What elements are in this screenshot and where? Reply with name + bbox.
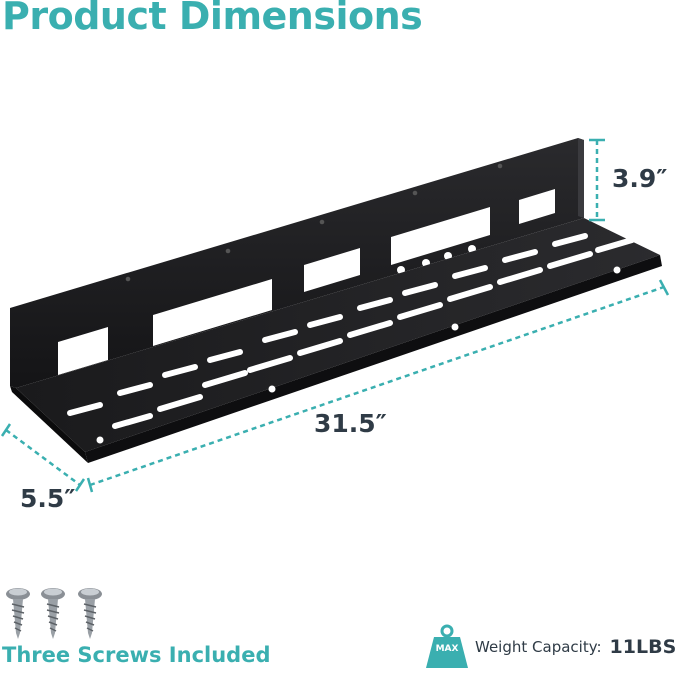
length-dimension-label: 31.5″: [314, 409, 387, 438]
dimension-lines: [0, 138, 670, 493]
capacity-label: Weight Capacity:: [475, 638, 602, 656]
screw-icon: [6, 588, 30, 639]
shelf-tray: [10, 218, 662, 463]
weight-capacity: MAX Weight Capacity: 11LBS: [425, 622, 676, 672]
screws-caption: Three Screws Included: [2, 643, 271, 667]
max-badge: MAX: [435, 644, 459, 654]
screw-icon: [41, 588, 65, 639]
depth-dimension-label: 5.5″: [20, 484, 76, 513]
screws-group: [6, 588, 102, 639]
page-title: Product Dimensions: [2, 0, 423, 38]
weight-icon: MAX: [425, 624, 469, 670]
screw-icon: [78, 588, 102, 639]
capacity-value: 11LBS: [609, 636, 677, 658]
height-dimension-label: 3.9″: [612, 164, 668, 193]
